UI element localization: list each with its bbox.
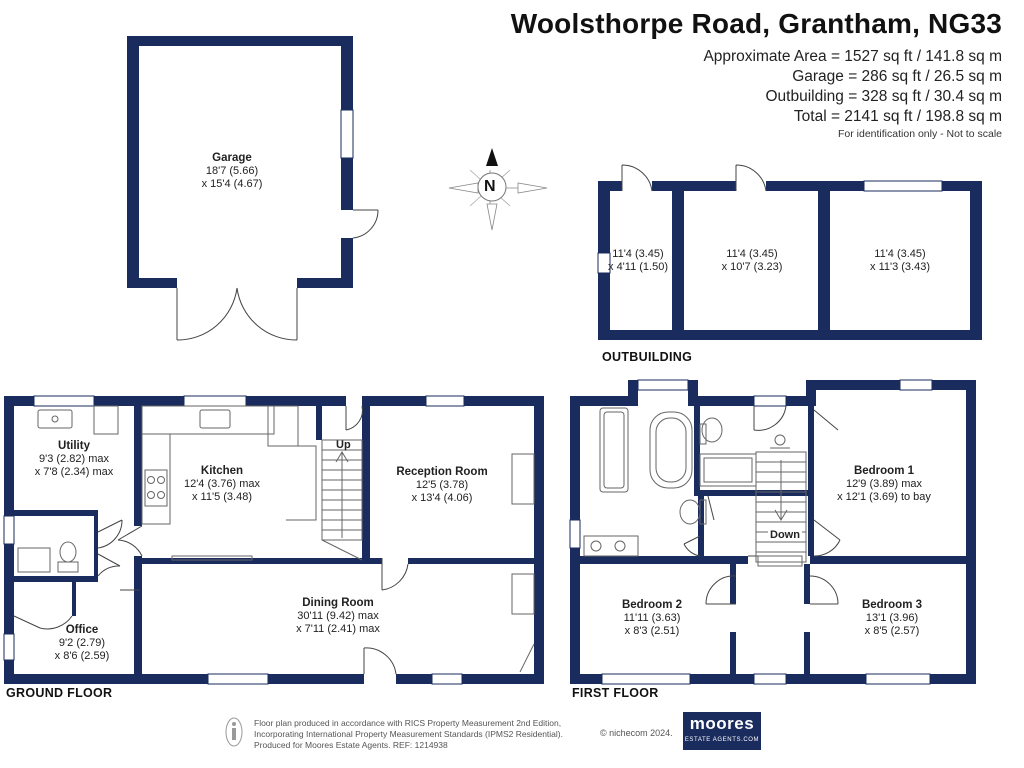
room-dim: x 11'3 (3.43) [870, 261, 930, 273]
room-dim: x 8'5 (2.57) [864, 625, 920, 637]
moores-logo: moores ESTATE AGENTS.COM [683, 712, 761, 750]
footer-line: Produced for Moores Estate Agents. REF: … [254, 740, 448, 750]
room-dim: 11'4 (3.45) [612, 248, 664, 260]
room-dim: 18'7 (5.66) [205, 165, 259, 177]
room-dim: 13'1 (3.96) [865, 612, 919, 624]
room-name: Bedroom 1 [853, 465, 915, 477]
room-bedroom-2: Bedroom 2 11'11 (3.63) x 8'3 (2.51) [622, 599, 682, 638]
room-dim: 12'9 (3.89) max [845, 478, 923, 490]
room-dim: x 8'3 (2.51) [624, 625, 680, 637]
logo-sub: ESTATE AGENTS.COM [684, 737, 760, 743]
room-dim: x 15'4 (4.67) [201, 178, 263, 190]
room-outbuilding-3: 11'4 (3.45) x 11'3 (3.43) [870, 248, 930, 274]
room-dim: 11'11 (3.63) [623, 612, 681, 624]
section-ground-floor: GROUND FLOOR [6, 686, 113, 700]
room-dim: x 4'11 (1.50) [608, 261, 668, 273]
total-area: Total = 2141 sq ft / 198.8 sq m [793, 108, 1002, 125]
doors [13, 164, 841, 675]
room-dim: 12'5 (3.78) [415, 479, 469, 491]
outbuilding-area: Outbuilding = 328 sq ft / 30.4 sq m [765, 88, 1002, 105]
room-bedroom-1: Bedroom 1 12'9 (3.89) max x 12'1 (3.69) … [837, 465, 931, 504]
room-outbuilding-2: 11'4 (3.45) x 10'7 (3.23) [722, 248, 783, 274]
footer-line: Incorporating International Property Mea… [254, 729, 563, 739]
room-dining: Dining Room 30'11 (9.42) max x 7'11 (2.4… [296, 597, 380, 636]
property-title: Woolsthorpe Road, Grantham, NG33 [510, 8, 1002, 39]
compass-icon [448, 148, 548, 231]
room-dim: x 8'6 (2.59) [54, 650, 110, 662]
footer-line: Floor plan produced in accordance with R… [254, 718, 562, 728]
windows [3, 109, 943, 685]
room-dim: 9'2 (2.79) [58, 637, 106, 649]
room-office: Office 9'2 (2.79) x 8'6 (2.59) [55, 624, 110, 663]
disclaimer: For identification only - Not to scale [838, 128, 1002, 140]
person-icon [225, 717, 243, 747]
garage-area: Garage = 286 sq ft / 26.5 sq m [792, 68, 1002, 85]
room-dim: 11'4 (3.45) [726, 248, 778, 260]
room-name: Garage [212, 152, 252, 164]
stairs-down-label: Down [768, 529, 802, 541]
room-name: Office [65, 624, 99, 636]
room-dim: x 10'7 (3.23) [721, 261, 783, 273]
room-utility: Utility 9'3 (2.82) max x 7'8 (2.34) max [35, 440, 114, 479]
stairs-up-label: Up [336, 439, 351, 451]
fixtures [17, 405, 807, 673]
room-bedroom-3: Bedroom 3 13'1 (3.96) x 8'5 (2.57) [862, 599, 922, 638]
room-name: Dining Room [302, 597, 374, 609]
room-name: Reception Room [396, 466, 488, 478]
room-dim: x 7'8 (2.34) max [34, 466, 114, 478]
room-dim: 11'4 (3.45) [874, 248, 926, 260]
room-kitchen: Kitchen 12'4 (3.76) max x 11'5 (3.48) [184, 465, 260, 504]
room-dim: x 11'5 (3.48) [192, 491, 252, 503]
room-dim: x 12'1 (3.69) to bay [837, 491, 931, 503]
room-name: Utility [58, 440, 90, 452]
room-dim: 9'3 (2.82) max [39, 453, 109, 465]
section-outbuilding: OUTBUILDING [602, 350, 693, 364]
room-garage: Garage 18'7 (5.66) x 15'4 (4.67) [202, 152, 263, 191]
approx-area: Approximate Area = 1527 sq ft / 141.8 sq… [703, 48, 1002, 65]
room-dim: x 13'4 (4.06) [411, 492, 473, 504]
walls [4, 36, 982, 684]
room-reception: Reception Room 12'5 (3.78) x 13'4 (4.06) [396, 466, 487, 505]
room-dim: x 7'11 (2.41) max [296, 623, 380, 635]
room-dim: 30'11 (9.42) max [297, 610, 379, 622]
copyright: © nichecom 2024. [600, 728, 673, 738]
footer-notes: Floor plan produced in accordance with R… [254, 718, 563, 751]
room-name: Bedroom 2 [621, 599, 683, 611]
section-first-floor: FIRST FLOOR [572, 686, 659, 700]
compass-letter: N [484, 178, 496, 195]
room-outbuilding-1: 11'4 (3.45) x 4'11 (1.50) [608, 248, 668, 274]
room-dim: 12'4 (3.76) max [183, 478, 261, 490]
room-name: Bedroom 3 [861, 599, 923, 611]
room-name: Kitchen [200, 465, 244, 477]
logo-name: moores [689, 714, 755, 733]
